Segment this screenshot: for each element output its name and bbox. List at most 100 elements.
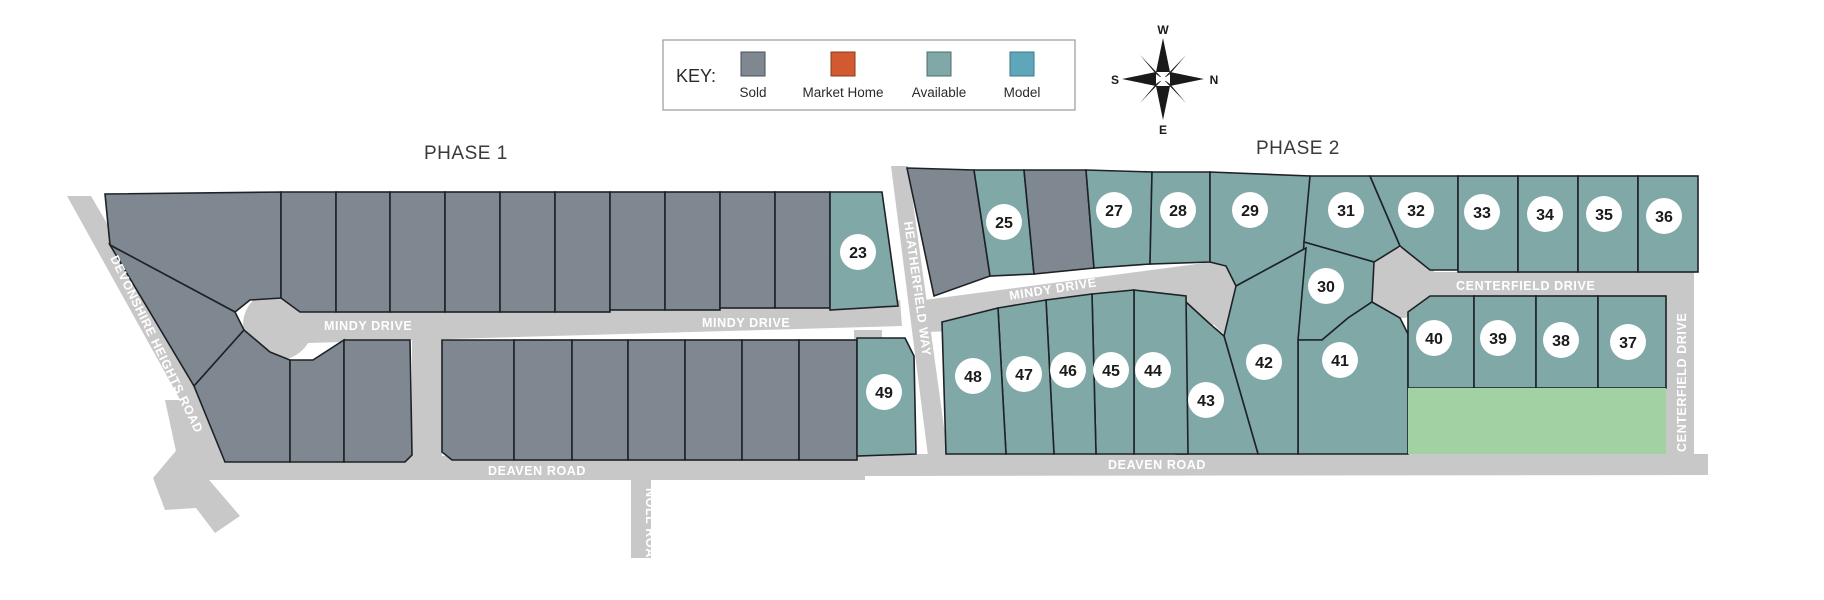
svg-text:44: 44 (1144, 363, 1162, 380)
svg-text:28: 28 (1169, 203, 1187, 220)
lot-badge-35[interactable]: 35 (1586, 196, 1622, 232)
lot-sold[interactable] (719, 191, 776, 309)
phase-1-label: PHASE 1 (424, 143, 508, 164)
cul-de-sac-centerfield (1366, 248, 1436, 318)
compass-south-label: S (1111, 73, 1119, 87)
lot-badge-36[interactable]: 36 (1646, 198, 1682, 234)
devonshire-heights-road-extension (153, 446, 240, 533)
legend-item-available: Available (912, 51, 966, 100)
lot-badge-39[interactable]: 39 (1480, 320, 1516, 356)
lot-badge-34[interactable]: 34 (1527, 196, 1563, 232)
lot-badge-30[interactable]: 30 (1308, 268, 1344, 304)
legend-item-sold: Sold (739, 51, 767, 100)
lot-badge-42[interactable]: 42 (1246, 344, 1282, 380)
lot-badge-49[interactable]: 49 (866, 374, 902, 410)
road-label-mindy-drive-center: MINDY DRIVE (702, 316, 790, 330)
lot-badge-28[interactable]: 28 (1160, 192, 1196, 228)
deaven-road-bottom-strip (200, 460, 865, 480)
svg-text:32: 32 (1407, 203, 1425, 220)
svg-text:27: 27 (1105, 203, 1123, 220)
phase-2-label: PHASE 2 (1256, 138, 1340, 159)
lot-badge-46[interactable]: 46 (1050, 352, 1086, 388)
svg-text:47: 47 (1015, 367, 1033, 384)
road-label-centerfield-drive-ns: CENTERFIELD DRIVE (1675, 313, 1689, 452)
svg-text:23: 23 (849, 245, 867, 262)
lot-sold[interactable] (280, 191, 337, 313)
compass-north-label: N (1210, 73, 1219, 87)
lot-badge-38[interactable]: 38 (1543, 322, 1579, 358)
lot-badge-25[interactable]: 25 (986, 204, 1022, 240)
compass-rose: W N E S (1111, 23, 1218, 137)
lot-badge-31[interactable]: 31 (1328, 192, 1364, 228)
lot-sold[interactable] (741, 339, 800, 461)
svg-text:33: 33 (1473, 205, 1491, 222)
svg-text:48: 48 (964, 369, 982, 386)
noll-road (631, 476, 651, 558)
lot-sold[interactable] (499, 191, 556, 313)
svg-text:31: 31 (1337, 203, 1355, 220)
lot-badge-48[interactable]: 48 (955, 358, 991, 394)
lot-badge-23[interactable]: 23 (840, 234, 876, 270)
lot-sold[interactable] (289, 338, 345, 463)
lot-sold[interactable] (664, 191, 721, 311)
svg-text:43: 43 (1197, 393, 1215, 410)
lot-sold[interactable] (1023, 169, 1095, 275)
lot-badge-41[interactable]: 41 (1322, 342, 1358, 378)
lot-sold[interactable] (627, 339, 686, 461)
lot-badge-33[interactable]: 33 (1464, 194, 1500, 230)
phase-1-lots (104, 191, 917, 463)
lot-badge-47[interactable]: 47 (1006, 356, 1042, 392)
lot-badge-27[interactable]: 27 (1096, 192, 1132, 228)
lot-sold[interactable] (441, 339, 515, 461)
phase1-inner-road (412, 330, 442, 460)
compass-west-label: W (1157, 23, 1169, 37)
svg-text:45: 45 (1102, 363, 1120, 380)
centerfield-drive-east-west (1398, 272, 1694, 298)
lot-badge-37[interactable]: 37 (1610, 324, 1646, 360)
svg-text:35: 35 (1595, 207, 1613, 224)
lot-sold[interactable] (335, 191, 391, 313)
legend-label-sold: Sold (739, 85, 766, 100)
lot-sold[interactable] (774, 191, 831, 309)
lot-sold[interactable] (513, 339, 573, 461)
lot-badge-45[interactable]: 45 (1093, 352, 1129, 388)
compass-east-label: E (1159, 123, 1167, 137)
svg-text:37: 37 (1619, 335, 1637, 352)
lot-badge-40[interactable]: 40 (1416, 320, 1452, 356)
svg-text:25: 25 (995, 215, 1013, 232)
heatherfield-way (891, 166, 948, 456)
legend-item-market-home: Market Home (802, 51, 884, 100)
legend-swatch-sold (740, 51, 766, 77)
lot-sold[interactable] (684, 339, 743, 461)
svg-text:34: 34 (1536, 207, 1554, 224)
lot-sold[interactable] (609, 191, 666, 311)
lot-sold[interactable] (444, 191, 501, 313)
lot-number-badges: 23 25 27 28 29 31 32 33 34 35 36 30 40 3… (840, 192, 1682, 418)
lot-sold[interactable] (798, 339, 858, 461)
road-label-noll-road: NOLL ROAD (643, 488, 657, 567)
lot-badge-29[interactable]: 29 (1232, 192, 1268, 228)
svg-text:42: 42 (1255, 355, 1273, 372)
legend-label-model: Model (1004, 85, 1041, 100)
legend-swatch-model (1009, 51, 1035, 77)
legend-title: KEY: (676, 66, 716, 86)
road-label-centerfield-drive-ew: CENTERFIELD DRIVE (1456, 279, 1595, 293)
lot-sold[interactable] (554, 191, 611, 313)
lot-badge-32[interactable]: 32 (1398, 192, 1434, 228)
lot-sold[interactable] (571, 339, 629, 461)
lot-sold[interactable] (343, 339, 413, 463)
svg-text:41: 41 (1331, 353, 1349, 370)
lot-badge-43[interactable]: 43 (1188, 382, 1224, 418)
svg-text:49: 49 (875, 385, 893, 402)
legend: KEY: Sold Market Home Available Model (662, 39, 1076, 111)
phase-2-lots (906, 167, 1699, 455)
svg-text:38: 38 (1552, 333, 1570, 350)
lot-41[interactable] (1297, 301, 1409, 455)
lot-sold[interactable] (389, 191, 446, 313)
legend-box (662, 39, 1076, 111)
lot-badge-44[interactable]: 44 (1135, 352, 1171, 388)
open-space (1408, 388, 1666, 454)
svg-text:30: 30 (1317, 279, 1335, 296)
legend-swatch-available (926, 51, 952, 77)
